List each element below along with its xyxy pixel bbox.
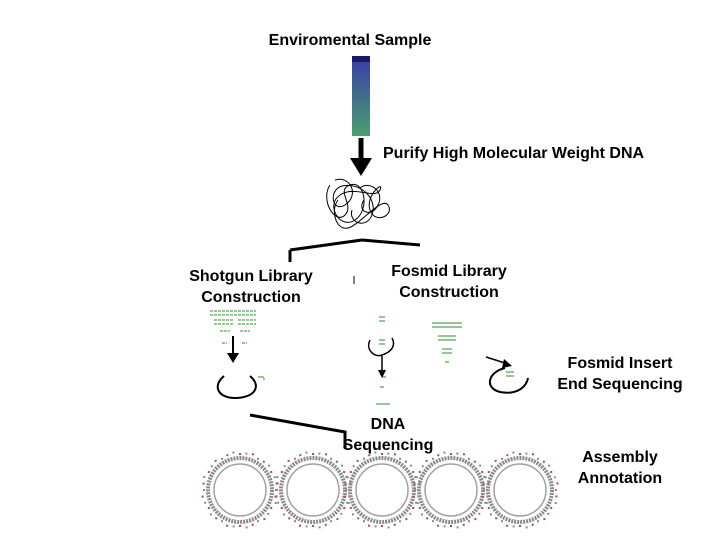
- fosmid-fragments: [376, 316, 462, 405]
- end-seq-vector-icon: [489, 367, 529, 394]
- test-tube-icon: [352, 56, 370, 136]
- fosmid-arrow-down: [378, 356, 386, 378]
- shotgun-connector: [249, 413, 347, 448]
- circular-genome-icon: [481, 451, 559, 529]
- circular-genome-icon: [343, 451, 421, 529]
- circular-vector-icon: [216, 375, 257, 400]
- fosmid-library-label: Fosmid Library Construction: [391, 263, 507, 301]
- shotgun-label: Shotgun Library Construction: [189, 268, 313, 306]
- sample-label: Enviromental Sample: [268, 32, 432, 49]
- dna-tangle-icon: [326, 178, 390, 229]
- genome-circles: [201, 451, 559, 529]
- shotgun-fragments: [210, 310, 256, 344]
- fosmid-end-label: Fosmid Insert End Sequencing: [557, 355, 683, 393]
- assembly-label: Assembly Annotation: [577, 449, 663, 487]
- dna-sequencing-label: DNA Sequencing: [342, 416, 434, 454]
- circular-genome-icon: [274, 451, 352, 529]
- shotgun-arrow: [227, 336, 239, 363]
- circular-genome-icon: [412, 451, 490, 529]
- main-arrow: [350, 138, 372, 176]
- fosmid-vector-icon: [368, 337, 395, 357]
- purify-label: Purify High Molecular Weight DNA: [383, 145, 645, 162]
- branch-lines: [288, 238, 421, 262]
- fosmid-arrow-right: [485, 356, 512, 368]
- circular-genome-icon: [201, 451, 279, 529]
